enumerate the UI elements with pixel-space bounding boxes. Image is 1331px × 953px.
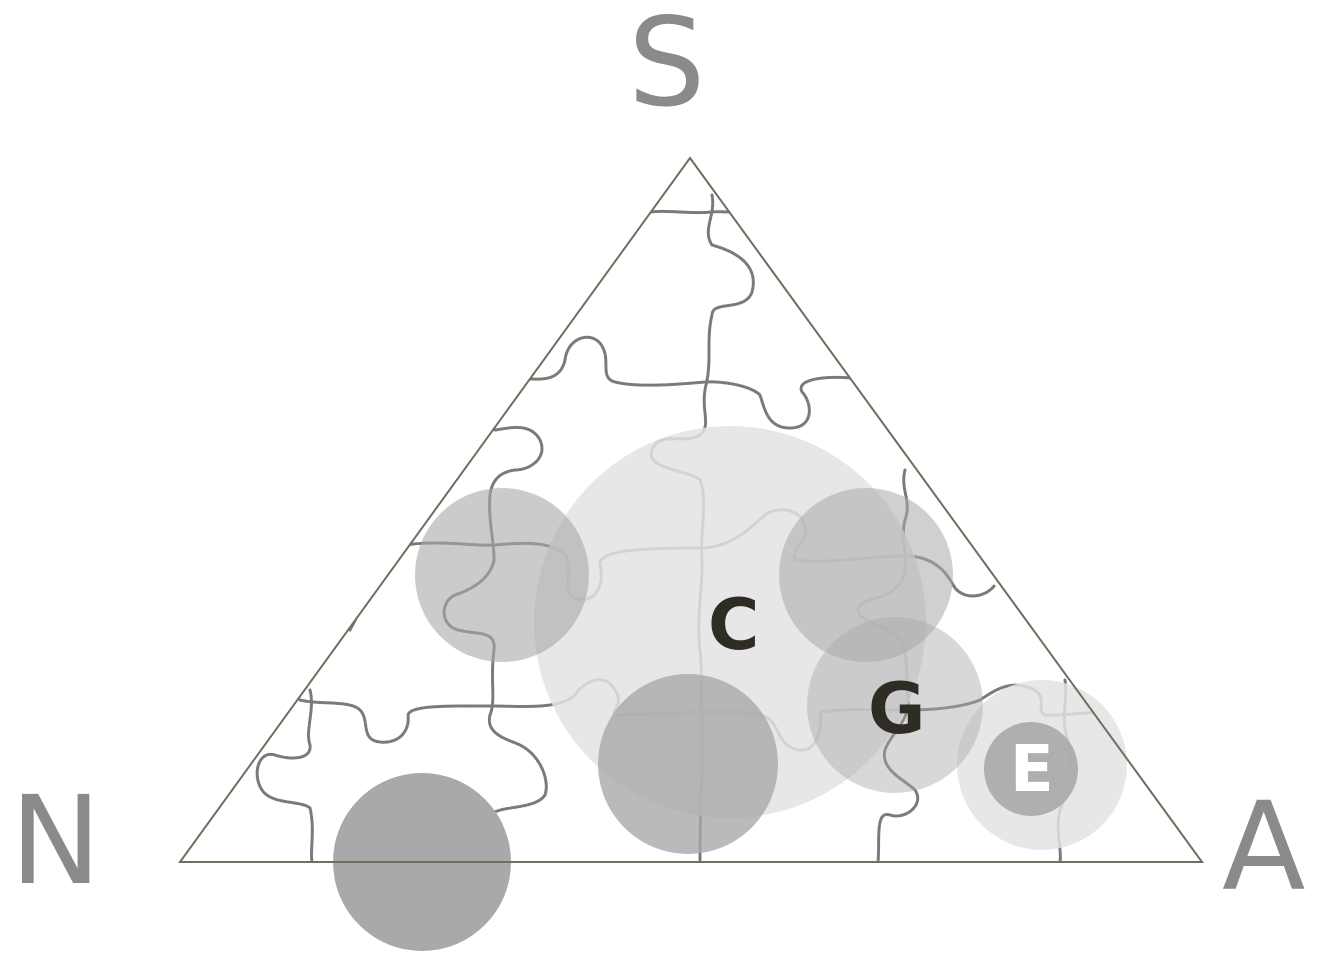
vertex-label-a: A: [1222, 776, 1306, 918]
circle-g-region: [807, 617, 983, 793]
circle-right-mid: [779, 488, 953, 662]
point-label-e: E: [1010, 733, 1054, 807]
ternary-triangle: [178, 156, 1204, 863]
point-label-c: C: [708, 584, 760, 666]
vertex-label-s: S: [628, 0, 706, 134]
circle-bottom-mid: [598, 674, 778, 854]
point-label-g: G: [868, 668, 926, 750]
vertex-label-n: N: [10, 770, 102, 912]
circle-e-core: [984, 722, 1078, 816]
circle-left-mid: [415, 488, 589, 662]
